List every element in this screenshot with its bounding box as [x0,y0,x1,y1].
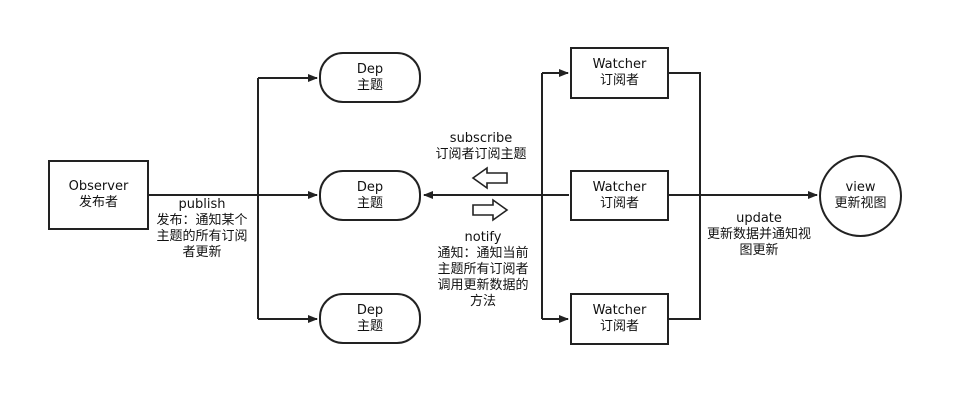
dep-subtitle: 主题 [356,318,383,334]
dep-node-bottom: Dep 主题 [319,293,421,344]
watcher-node-bottom: Watcher 订阅者 [570,293,669,345]
update-line: 更新数据并通知视 [706,227,811,242]
view-node: view 更新视图 [819,155,902,237]
dep-title: Dep [356,61,384,77]
watcher-title: Watcher [592,57,647,72]
watcher-subtitle: 订阅者 [599,195,639,211]
watcher-subtitle: 订阅者 [599,73,639,88]
update-line: 图更新 [739,243,779,258]
notify-line: 通知：通知当前 [437,246,529,261]
notify-title: notify [464,230,502,245]
observer-title: Observer [68,179,129,194]
watcher-title: Watcher [592,179,647,195]
dep-subtitle: 主题 [356,195,383,211]
watcher-subtitle: 订阅者 [599,319,639,334]
observer-node: Observer 发布者 [48,160,149,230]
update-label: update 更新数据并通知视 图更新 [702,211,816,259]
publish-line: 者更新 [182,245,222,260]
dep-title: Dep [356,302,384,318]
view-title: view [845,180,876,195]
notify-label: notify 通知：通知当前 主题所有订阅者 调用更新数据的 方法 [424,230,542,310]
notify-line: 主题所有订阅者 [437,262,529,277]
publish-line: 发布：通知某个 [156,213,248,228]
dep-title: Dep [356,179,384,195]
publish-label: publish 发布：通知某个 主题的所有订阅 者更新 [148,197,256,261]
watcher-title: Watcher [592,303,647,318]
dep-node-top: Dep 主题 [319,52,421,103]
watcher-node-top: Watcher 订阅者 [570,47,669,99]
publish-line: 主题的所有订阅 [156,229,248,244]
subscribe-label: subscribe 订阅者订阅主题 [420,131,542,163]
subscribe-hollow-arrow [471,166,508,190]
subscribe-subtitle: 订阅者订阅主题 [435,147,527,162]
update-title: update [736,211,782,226]
publish-title: publish [178,197,226,212]
notify-line: 调用更新数据的 [437,278,529,293]
view-subtitle: 更新视图 [834,196,887,211]
watcher-node-middle: Watcher 订阅者 [570,170,669,221]
notify-hollow-arrow [472,198,509,222]
dep-subtitle: 主题 [356,77,383,93]
subscribe-title: subscribe [449,131,513,146]
observer-subtitle: 发布者 [78,195,118,210]
dep-node-middle: Dep 主题 [319,170,421,221]
notify-line: 方法 [469,294,496,309]
